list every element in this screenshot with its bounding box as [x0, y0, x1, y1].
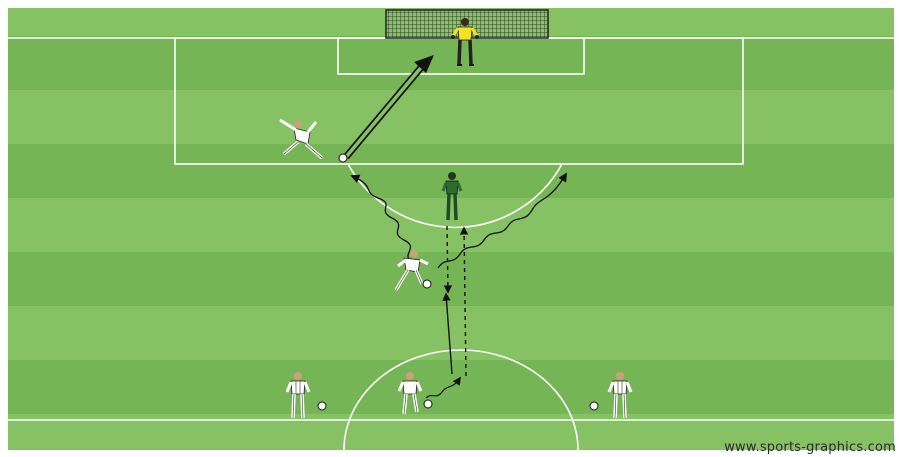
- watermark-text: www.sports-graphics.com: [724, 440, 896, 455]
- ball-shooter: [339, 154, 347, 162]
- run-arrow-down: [447, 226, 448, 292]
- ball-waiting-center: [424, 400, 432, 408]
- ball-waiting-right: [590, 402, 598, 410]
- ball-dribbler: [423, 280, 431, 288]
- ball-waiting-left: [318, 402, 326, 410]
